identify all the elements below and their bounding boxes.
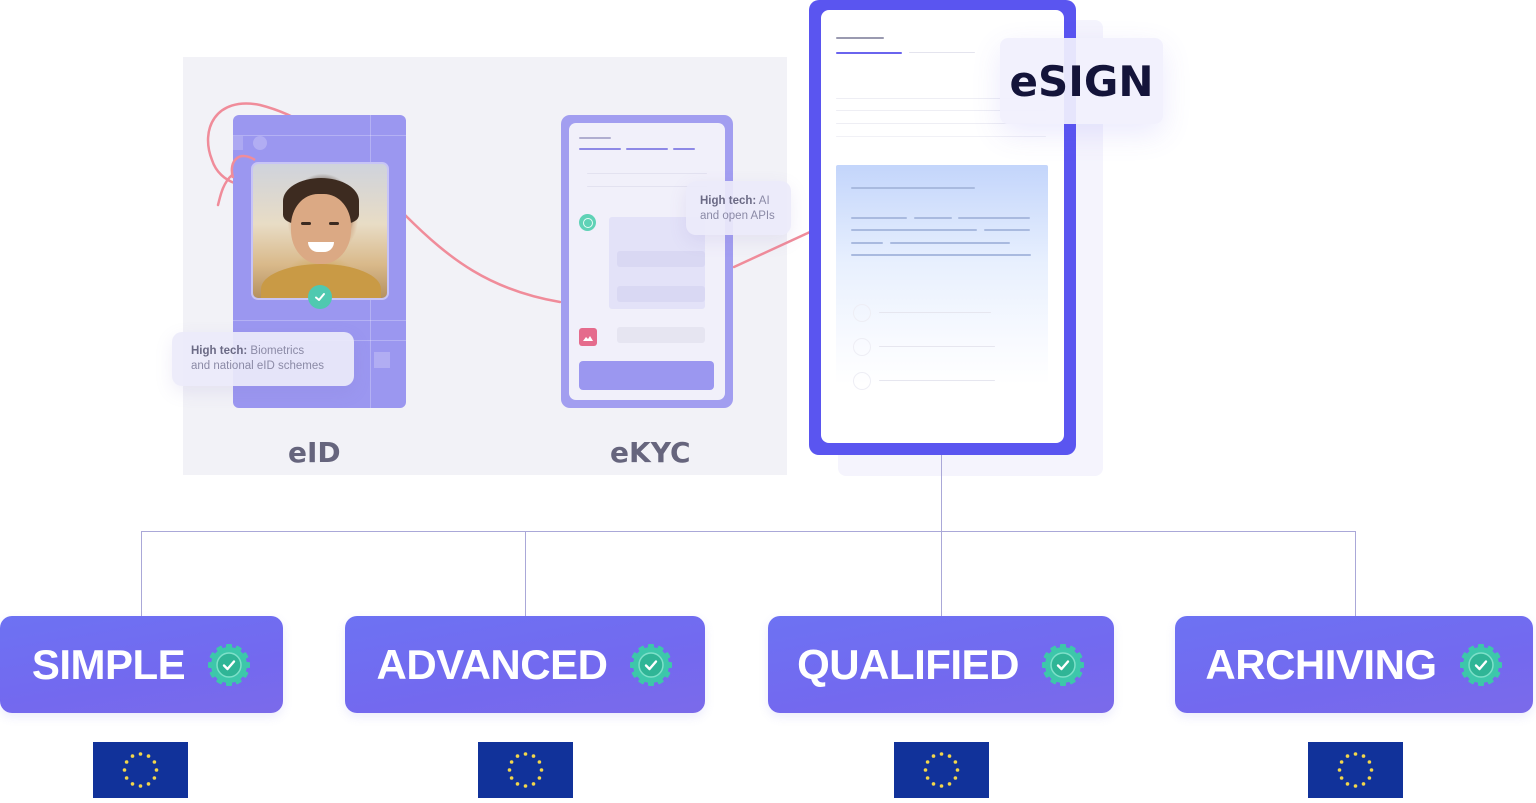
connector-archiving: [1355, 531, 1356, 616]
signature-option-radio: [853, 304, 871, 322]
verified-badge-icon: [1459, 643, 1503, 687]
esign-label: eSIGN: [1000, 38, 1163, 124]
signature-option-radio: [853, 338, 871, 356]
tooltip-title: High tech:: [700, 195, 757, 207]
tooltip-title: High tech:: [191, 345, 248, 357]
signature-option-radio: [853, 372, 871, 390]
verified-badge-icon: [629, 643, 673, 687]
ekyc-tooltip: High tech: AI and open APIs: [686, 181, 791, 235]
level-label: ADVANCED: [376, 640, 608, 688]
eu-flag-icon: [1308, 742, 1403, 798]
connector-trunk: [941, 455, 942, 616]
eu-flag-icon: [478, 742, 573, 798]
level-simple: SIMPLE: [0, 616, 283, 713]
level-label: QUALIFIED: [797, 640, 1019, 688]
level-archiving: ARCHIVING: [1175, 616, 1533, 713]
level-label: ARCHIVING: [1205, 640, 1437, 688]
eid-tooltip: High tech: Biometrics and national eID s…: [172, 332, 354, 386]
connector-advanced: [525, 531, 526, 616]
document-content-area: [836, 165, 1048, 385]
level-advanced: ADVANCED: [345, 616, 705, 713]
eu-flag-icon: [894, 742, 989, 798]
ekyc-card: [561, 115, 733, 408]
verified-badge-icon: [1041, 643, 1085, 687]
level-qualified: QUALIFIED: [768, 616, 1114, 713]
verified-badge-icon: [207, 643, 251, 687]
ekyc-submit-button: [579, 361, 714, 390]
user-selfie-photo: [251, 162, 389, 300]
connector-simple: [141, 531, 142, 616]
check-icon: [308, 285, 332, 309]
level-label: SIMPLE: [31, 640, 186, 688]
connector-horizontal: [141, 531, 1356, 532]
image-icon: [579, 328, 597, 346]
eid-label: eID: [288, 436, 341, 469]
ekyc-label: eKYC: [610, 436, 691, 469]
eu-flag-icon: [93, 742, 188, 798]
success-circle-icon: [579, 214, 596, 231]
